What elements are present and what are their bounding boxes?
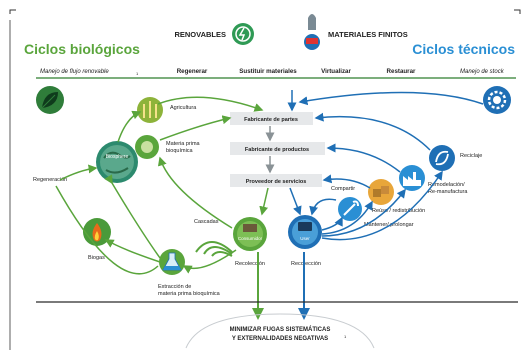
footer-line2: Y EXTERNALIDADES NEGATIVAS	[232, 336, 328, 342]
reuso-label: Reúso / redistribución	[372, 208, 425, 214]
fabricante-productos-label: Fabricante de productos	[245, 147, 309, 153]
cascadas-label: Cascadas	[194, 219, 219, 225]
leaf-icon	[36, 86, 64, 114]
biosfera-label: Biosphere	[106, 154, 129, 160]
agricultura-label: Agricultura	[170, 105, 197, 111]
consumer-node	[233, 217, 267, 251]
chain-box-services	[230, 174, 322, 187]
boxes-icon	[368, 179, 394, 205]
proveedor-servicios-label: Proveedor de servicios	[246, 179, 307, 185]
fabricante-partes-label: Fabricante de partes	[244, 117, 298, 123]
renewable-energy-icon	[232, 23, 254, 45]
chain-box-products	[230, 142, 325, 155]
materia-prima-line1: Materia prima	[166, 141, 201, 147]
materia-prima-line2: bioquímica	[166, 148, 194, 154]
frame-corner	[9, 9, 16, 14]
manejo-flujo-ref: 1	[136, 71, 139, 76]
consumidor-label: Consumidor	[238, 236, 263, 241]
flame-icon	[83, 218, 111, 246]
bio-recoleccion-label: Recolección	[235, 261, 265, 267]
ciclos-tecnicos-title: Ciclos técnicos	[412, 41, 515, 57]
reciclaje-label: Reciclaje	[460, 153, 482, 159]
wrench-icon	[338, 197, 362, 221]
manejo-stock-label: Manejo de stock	[460, 69, 505, 75]
usuario-label: User	[300, 236, 310, 241]
finite-materials-icon	[304, 14, 320, 50]
manejo-flujo-label: Manejo de flujo renovable	[40, 69, 109, 75]
strategy-label: Restaurar	[387, 68, 416, 75]
user-node	[288, 215, 322, 249]
tech-recoleccion-label: Recolección	[291, 261, 321, 267]
ciclos-biologicos-title: Ciclos biológicos	[24, 41, 140, 57]
tech-flows	[265, 90, 484, 320]
extraccion-line1: Extracción de	[158, 284, 191, 290]
remodelacion-line1: Remodelación/	[428, 182, 465, 188]
extraccion-line2: materia prima bioquímica	[158, 291, 221, 297]
bio-flows	[55, 96, 269, 320]
cascade-arc	[203, 246, 233, 255]
strategies-row: Regenerar Sustituir materiales Virtualizar…	[177, 68, 416, 75]
strategy-label: Regenerar	[177, 68, 208, 75]
chain-box-parts	[230, 112, 313, 125]
strategy-label: Sustituir materiales	[239, 68, 297, 75]
strategy-label: Virtualizar	[321, 68, 351, 75]
biogas-label: Biogas	[88, 255, 105, 261]
extraction-flask-icon	[159, 249, 185, 275]
regeneracion-label: Regeneración	[33, 177, 67, 183]
remodelacion-line2: Re-manufactura	[428, 189, 468, 195]
biochemical-feedstock-icon	[135, 135, 159, 159]
compartir-label: Compartir	[331, 186, 355, 192]
renovables-label: RENOVABLES	[174, 30, 226, 39]
factory-icon	[399, 165, 425, 191]
gear-icon	[483, 86, 511, 114]
agriculture-icon	[137, 97, 163, 123]
frame-corner	[514, 9, 521, 14]
biosphere-icon	[96, 141, 138, 183]
cascade-arc	[195, 241, 233, 253]
footer-ref: 1	[344, 334, 347, 339]
footer-line1: MINIMIZAR FUGAS SISTEMÁTICAS	[230, 326, 331, 333]
recycling-icon	[429, 145, 455, 171]
materiales-finitos-label: MATERIALES FINITOS	[328, 30, 408, 39]
leak-arc	[185, 313, 375, 349]
